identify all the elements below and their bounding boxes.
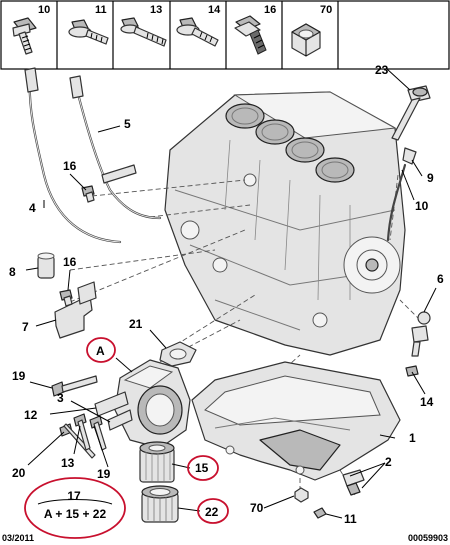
bolt-part-20 bbox=[59, 423, 96, 459]
callout-20: 20 bbox=[12, 466, 26, 480]
filter-cap-part-22 bbox=[141, 485, 179, 523]
kit-formula: A + 15 + 22 bbox=[44, 507, 107, 521]
bolt-long-icon bbox=[120, 17, 167, 47]
legend-label-16: 16 bbox=[264, 4, 276, 16]
oil-level-sensor-part-23 bbox=[391, 85, 431, 141]
bolt-part-19-lower bbox=[89, 415, 107, 451]
highlight-ring-15 bbox=[187, 455, 219, 481]
callout-19-upper: 19 bbox=[12, 369, 26, 383]
dipstick-guide-tube-part-5 bbox=[69, 75, 162, 220]
callout-11: 11 bbox=[344, 512, 357, 526]
nut-part-70 bbox=[294, 487, 309, 503]
callout-70: 70 bbox=[250, 501, 264, 515]
callout-6: 6 bbox=[437, 272, 444, 286]
callout-19-lower: 19 bbox=[97, 467, 111, 481]
kit-number: 17 bbox=[67, 489, 81, 503]
bracket-part-7 bbox=[54, 281, 97, 339]
spacer-part-8 bbox=[37, 252, 55, 279]
bolt-part-19-upper bbox=[51, 375, 98, 397]
callout-16-lower: 16 bbox=[63, 255, 77, 269]
callout-21: 21 bbox=[129, 317, 143, 331]
callout-labels: 23 5 16 4 9 10 8 16 6 7 21 A 19 12 3 14 … bbox=[9, 63, 444, 526]
hex-nut-icon bbox=[291, 23, 321, 57]
callout-5: 5 bbox=[124, 117, 131, 131]
callout-10: 10 bbox=[415, 199, 429, 213]
legend-label-14: 14 bbox=[208, 4, 221, 16]
legend-label-70: 70 bbox=[320, 4, 332, 16]
highlight-ring-A bbox=[86, 337, 116, 363]
callout-15: 15 bbox=[195, 461, 209, 475]
footer-reference: 00059903 bbox=[408, 533, 448, 543]
callout-23: 23 bbox=[375, 63, 389, 77]
highlight-ring-22 bbox=[197, 498, 229, 524]
legend-label-10: 10 bbox=[38, 4, 50, 16]
callout-1: 1 bbox=[409, 431, 416, 445]
highlight-ring-kit-17 bbox=[24, 477, 126, 539]
bolt-hex-dark-icon bbox=[234, 15, 267, 55]
callout-8: 8 bbox=[9, 265, 16, 279]
callout-14: 14 bbox=[420, 395, 434, 409]
bolt-washer-icon bbox=[68, 19, 109, 45]
callout-16-upper: 16 bbox=[63, 159, 77, 173]
legend-label-13: 13 bbox=[150, 4, 162, 16]
bolt-part-14 bbox=[405, 365, 419, 377]
bolt-part-11 bbox=[313, 507, 327, 519]
footer-date: 03/2011 bbox=[2, 533, 34, 543]
dipstick-part-4 bbox=[24, 67, 122, 244]
oil-sump-part-1 bbox=[191, 361, 401, 481]
bolt-part-16-lower bbox=[59, 289, 73, 307]
bolt-flange-icon bbox=[176, 17, 219, 47]
callout-A: A bbox=[96, 344, 105, 358]
oil-filter-housing-part-A bbox=[94, 359, 191, 449]
callout-2: 2 bbox=[385, 455, 392, 469]
fastener-legend-grid: 10 11 13 14 bbox=[0, 0, 450, 70]
drain-plug-part-2 bbox=[342, 469, 365, 496]
callout-leader-lines bbox=[25, 68, 437, 519]
bolt-part-13 bbox=[73, 413, 91, 451]
callout-7: 7 bbox=[22, 320, 29, 334]
gasket-part-21 bbox=[159, 341, 197, 367]
callout-3: 3 bbox=[57, 391, 64, 405]
kit-17-group: 17 A + 15 + 22 bbox=[37, 489, 113, 521]
callout-13: 13 bbox=[61, 456, 75, 470]
callout-9: 9 bbox=[427, 171, 434, 185]
legend-label-11: 11 bbox=[95, 4, 107, 16]
sensor-part-6 bbox=[411, 311, 431, 357]
callout-12: 12 bbox=[24, 408, 38, 422]
engine-block bbox=[164, 91, 406, 356]
oil-filter-part-15 bbox=[139, 441, 175, 483]
callout-4: 4 bbox=[29, 201, 36, 215]
bolt-flange-icon bbox=[12, 17, 37, 55]
callout-22: 22 bbox=[205, 505, 219, 519]
